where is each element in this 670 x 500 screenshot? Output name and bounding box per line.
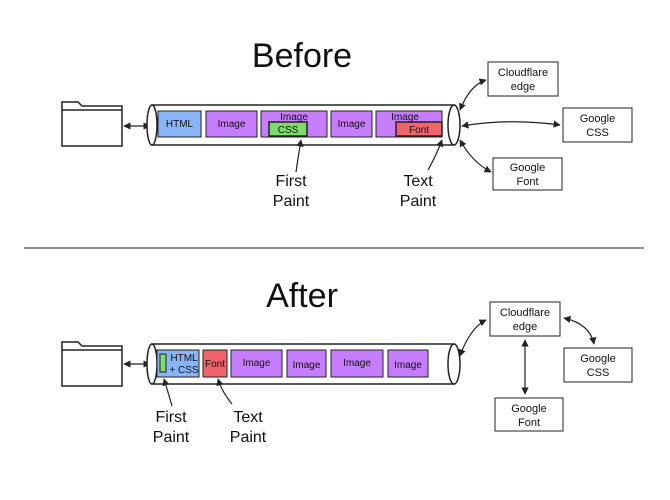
after-segment-image-3-label: Image [343, 358, 371, 369]
before-server-google-font-line1: Google [510, 162, 545, 174]
before-server-cloudflare-line1: Cloudflare [498, 67, 548, 79]
before-arrow-cloudflare [459, 78, 487, 111]
before-first-paint-line1: First [275, 173, 307, 190]
after-segment-html-css-line2: + CSS [169, 365, 199, 376]
after-segment-image-4-label: Image [394, 360, 422, 371]
after-server-cloudflare-line2: edge [513, 321, 537, 333]
before-segment-css-label: CSS [278, 125, 299, 136]
before-server-cloudflare [487, 61, 559, 97]
after-title: After [266, 277, 338, 315]
after-arrow-cloudflare [458, 319, 487, 357]
after-server-cloudflare-line1: Cloudflare [500, 307, 550, 319]
before-segment-image-3-label: Image [338, 119, 366, 130]
before-segment-font-label: Font [409, 125, 429, 136]
after-segment-font-label: Font [205, 359, 225, 370]
after-segment-image-1-label: Image [243, 358, 271, 369]
after-segment-image-1 [230, 349, 283, 378]
after-segment-image-2 [286, 349, 327, 378]
before-segment-image-3 [330, 110, 373, 138]
after-server-google-font [494, 397, 564, 432]
after-segment-inlined-css [159, 353, 167, 373]
after-server-google-css [563, 347, 633, 383]
after-browser-icon [61, 341, 123, 387]
after-first-paint-line1: First [155, 409, 187, 426]
before-server-google-css-line1: Google [580, 113, 615, 125]
after-segment-image-4 [387, 349, 429, 378]
after-server-cloudflare [489, 301, 561, 337]
before-segment-image-1-label: Image [218, 119, 246, 130]
after-server-google-css-line1: Google [580, 353, 615, 365]
after-arrow-cloudflare-google-css [563, 315, 597, 345]
before-segment-html [157, 110, 202, 138]
before-text-paint-arrow [427, 139, 444, 171]
before-arrow-google-css [461, 120, 561, 129]
after-first-paint-line2: Paint [153, 429, 190, 446]
before-segment-css [268, 121, 308, 137]
after-text-paint-line2: Paint [230, 429, 267, 446]
before-text-paint-line1: Text [403, 173, 433, 190]
before-arrow-google-font [459, 139, 492, 173]
before-segment-image-4-label: Image [391, 112, 419, 123]
before-segment-html-label: HTML [166, 119, 194, 130]
before-server-google-css-line2: CSS [586, 127, 609, 139]
after-first-paint-arrow [162, 378, 173, 407]
after-server-google-font-line1: Google [511, 403, 546, 415]
before-server-cloudflare-line2: edge [511, 81, 535, 93]
after-text-paint-line1: Text [233, 409, 263, 426]
before-server-google-font-line2: Font [516, 176, 538, 188]
before-server-google-css [562, 107, 633, 143]
before-text-paint-line2: Paint [400, 193, 437, 210]
before-browser-icon [61, 101, 123, 147]
before-title: Before [252, 37, 352, 75]
before-server-google-font [492, 157, 563, 191]
after-segment-image-3 [330, 349, 384, 378]
before-first-paint-arrow [295, 139, 304, 173]
before-segment-image-1 [205, 110, 258, 138]
after-segment-image-2-label: Image [293, 360, 321, 371]
after-segment-html-css-line1: HTML [170, 353, 198, 364]
after-segment-font [202, 349, 228, 378]
before-first-paint-line2: Paint [273, 193, 310, 210]
before-segment-image-2-label: Image [280, 112, 308, 123]
after-server-google-font-line2: Font [518, 417, 540, 429]
after-server-google-css-line2: CSS [587, 367, 610, 379]
after-text-paint-arrow [216, 378, 233, 405]
before-segment-font [395, 121, 443, 137]
